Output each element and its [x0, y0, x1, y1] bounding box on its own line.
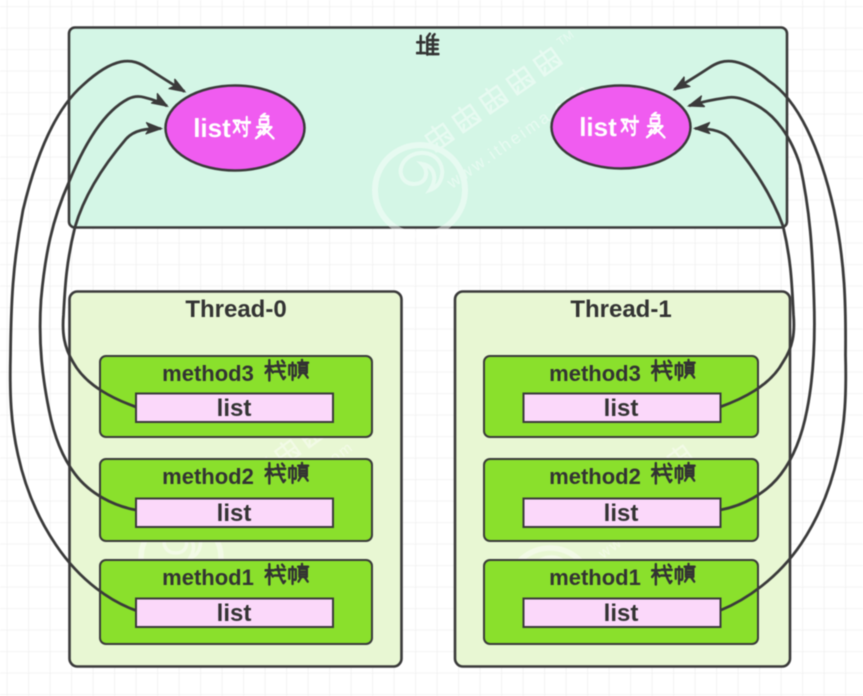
svg-text:method2: method2: [162, 464, 254, 489]
svg-text:list: list: [604, 600, 639, 627]
svg-text:method1: method1: [162, 565, 254, 590]
svg-text:list: list: [604, 500, 639, 527]
svg-text:method2: method2: [549, 464, 641, 489]
svg-text:list: list: [579, 112, 617, 142]
svg-text:list: list: [217, 395, 252, 422]
svg-text:list: list: [217, 600, 252, 627]
svg-text:method3: method3: [162, 361, 254, 386]
svg-text:method3: method3: [549, 361, 641, 386]
svg-text:list: list: [604, 395, 639, 422]
svg-text:list: list: [217, 500, 252, 527]
svg-text:Thread-1: Thread-1: [570, 296, 671, 323]
svg-text:method1: method1: [549, 565, 641, 590]
svg-text:list: list: [193, 113, 231, 143]
svg-text:Thread-0: Thread-0: [185, 296, 286, 323]
